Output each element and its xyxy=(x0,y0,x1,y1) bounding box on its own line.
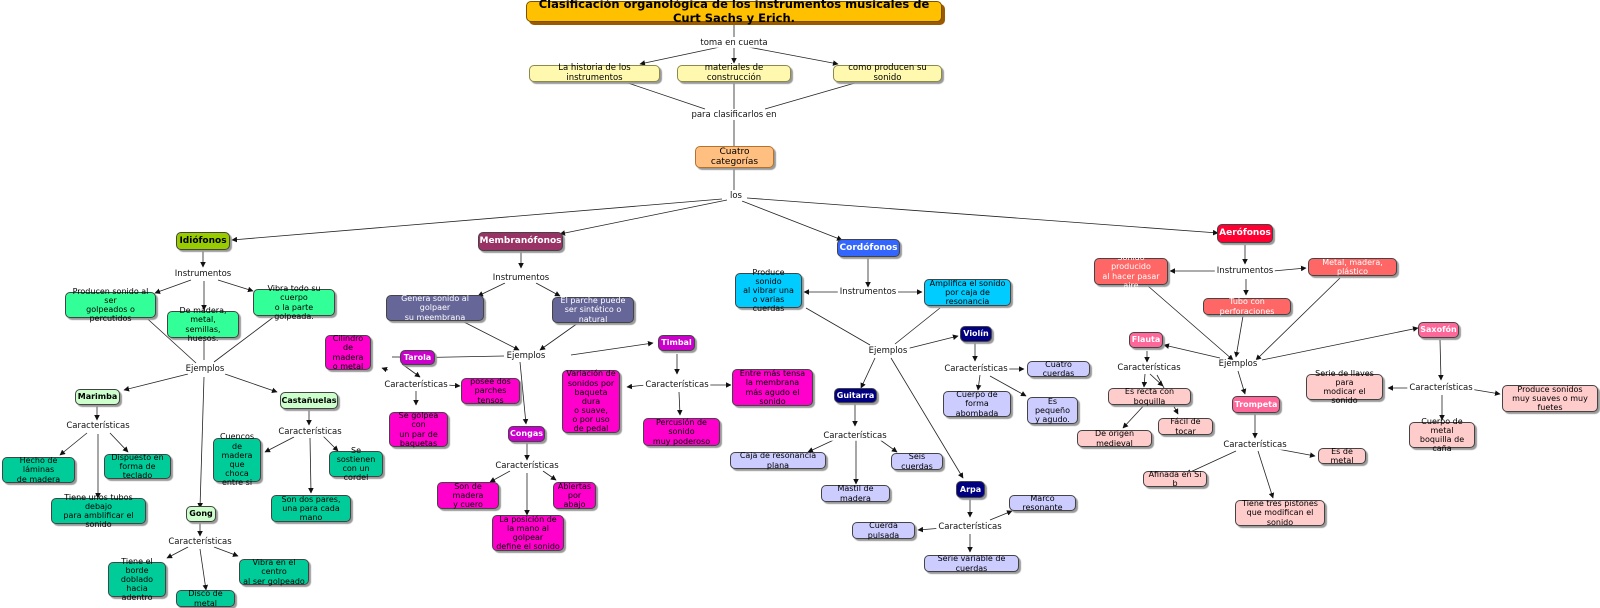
membra-instrumentos-label: Instrumentos xyxy=(490,272,552,283)
example-congas: Congas xyxy=(508,426,545,442)
gong-caracteristicas-label: Características xyxy=(166,536,234,547)
example-timbal: Timbal xyxy=(658,335,695,351)
trompeta-caracteristicas-label: Características xyxy=(1221,439,1289,450)
marimba-item: Dispuesto en forma de teclado xyxy=(104,453,171,480)
center-node: Cuatro categorías xyxy=(695,146,774,168)
aero-feature: Sonido producido al hacer pasar aire xyxy=(1094,253,1168,290)
link-label-los: los xyxy=(728,190,744,201)
membra-feature: El parche puede ser sintético o natural xyxy=(552,296,634,324)
example-marimba: Marimba xyxy=(75,389,120,405)
timbal-item: Percusión de sonido muy poderoso xyxy=(643,418,720,446)
guitarra-item: Seis cuerdas xyxy=(891,452,943,471)
aero-feature: Tubo con perforaciones xyxy=(1203,297,1291,316)
cordo-instrumentos-label: Instrumentos xyxy=(837,286,899,297)
link-label-toma: toma en cuenta xyxy=(698,37,770,48)
category-membranofonos: Membranófonos xyxy=(478,232,563,251)
category-cordofonos: Cordófonos xyxy=(837,239,900,257)
example-trompeta: Trompeta xyxy=(1232,396,1280,413)
category-aerofonos: Aerófonos xyxy=(1217,224,1273,243)
idio-feature: Vibra todo su cuerpo o la parte golpeada… xyxy=(253,284,335,321)
example-arpa: Arpa xyxy=(956,481,985,498)
idio-instrumentos-label: Instrumentos xyxy=(172,268,234,279)
aero-feature: Metal, madera, plástico xyxy=(1308,258,1397,276)
flauta-item: Fácil de tocar xyxy=(1158,417,1213,436)
cordo-ejemplos-label: Ejemplos xyxy=(866,345,910,356)
tarola-caracteristicas-label: Características xyxy=(382,379,450,390)
cordo-feature: Produce sonido al vibrar una o varias cu… xyxy=(735,268,802,313)
trompeta-item: Afinada en Si b xyxy=(1143,470,1207,488)
arpa-caracteristicas-label: Características xyxy=(936,521,1004,532)
saxofon-item: Serie de llaves para modicar el sonido xyxy=(1306,369,1383,405)
marimba-caracteristicas-label: Características xyxy=(64,420,132,431)
map-title: Clasificación organológica de los instru… xyxy=(526,0,942,24)
castanuelas-item: Cuencos de madera que choca entre si xyxy=(213,432,261,487)
gong-item: Tiene el borde doblado hacia adentro xyxy=(108,557,166,602)
category-idiofonos: Idiófonos xyxy=(176,232,230,250)
example-castanuelas: Castañuelas xyxy=(280,392,338,409)
saxofon-item: Produce sonidos muy suaves o muy fuetes xyxy=(1502,385,1598,412)
idio-feature: Producen sonido al ser golpeados o percu… xyxy=(65,287,156,323)
example-gong: Gong xyxy=(186,506,216,522)
congas-caracteristicas-label: Características xyxy=(493,460,561,471)
link-label-clasificar: para clasificarlos en xyxy=(689,109,779,120)
tarola-item: Se golpea con un par de baquetas xyxy=(389,411,448,448)
congas-item: Abiertas por abajo xyxy=(553,482,596,509)
arpa-item: Serie variable de cuerdas xyxy=(924,554,1019,573)
timbal-item: Entre más tensa la membrana más agudo el… xyxy=(732,369,813,406)
gong-item: Disco de metal xyxy=(176,589,235,608)
flauta-item: Es recta con boquilla xyxy=(1108,387,1191,406)
idio-ejemplos-label: Ejemplos xyxy=(183,363,227,374)
saxofon-item: Cuerpo de metal boquilla de caña xyxy=(1409,417,1475,453)
marimba-item: Hecho de láminas de madera xyxy=(2,456,75,484)
congas-item: Son de madera y cuero xyxy=(437,482,499,509)
congas-item: La posición de la mano al golpear define… xyxy=(492,515,564,551)
flauta-caracteristicas-label: Características xyxy=(1115,362,1183,373)
aero-instrumentos-label: Instrumentos xyxy=(1214,265,1276,276)
marimba-item: Tiene unos tubos debajo para amblificar … xyxy=(51,493,146,529)
criteria-historia: La historia de los instrumentos xyxy=(529,63,660,82)
aero-ejemplos-label: Ejemplos xyxy=(1216,358,1260,369)
trompeta-item: Tiene tres pistones que modifican el son… xyxy=(1235,499,1325,527)
timbal-caracteristicas-label: Características xyxy=(643,379,711,390)
tarola-item: posee dos parches tensos xyxy=(461,377,520,405)
example-guitarra: Guitarra xyxy=(834,388,877,403)
example-saxofon: Saxofón xyxy=(1418,322,1459,338)
membra-feature: Genera sonido al golpaer su meembrana xyxy=(386,294,484,322)
violin-item: Cuerpo de forma abombada xyxy=(943,390,1011,418)
example-tarola: Tarola xyxy=(400,350,435,365)
castanuelas-item: Se sostienen con un cordel xyxy=(329,446,383,482)
timbal-item: Variación de sonidos por baqueta dura o … xyxy=(562,369,620,433)
violin-item: Cuatro cuerdas xyxy=(1027,360,1090,378)
idio-feature: De madera, metal, semillas, huesos. xyxy=(167,306,239,343)
example-flauta: Flauta xyxy=(1129,332,1163,348)
membra-ejemplos-label: Ejemplos xyxy=(504,350,548,361)
flauta-item: De origen medieval xyxy=(1077,429,1152,448)
guitarra-item: Mastil de madera xyxy=(821,484,890,503)
criteria-materiales: materiales de construcción xyxy=(677,63,791,82)
cordo-feature: Amplifica el sonido por caja de resonanc… xyxy=(924,279,1011,306)
tarola-item: Cilindro de madera o metal xyxy=(325,334,371,371)
castanuelas-item: Son dos pares, una para cada mano xyxy=(271,495,351,522)
example-violin: Violín xyxy=(960,326,992,342)
guitarra-caracteristicas-label: Características xyxy=(821,430,889,441)
arpa-item: Marco resonante xyxy=(1009,494,1076,512)
castanuelas-caracteristicas-label: Características xyxy=(276,426,344,437)
violin-caracteristicas-label: Características xyxy=(942,363,1010,374)
gong-item: Vibra en el centro al ser golpeado xyxy=(239,558,309,586)
criteria-sonido: como producen su sonido xyxy=(833,63,942,82)
guitarra-item: Caja de resonancia plana xyxy=(730,451,826,470)
saxofon-caracteristicas-label: Características xyxy=(1407,382,1475,393)
violin-item: Es pequeño y agudo. xyxy=(1027,397,1078,424)
trompeta-item: Es de metal xyxy=(1318,447,1366,465)
arpa-item: Cuerda pulsada xyxy=(852,521,915,540)
